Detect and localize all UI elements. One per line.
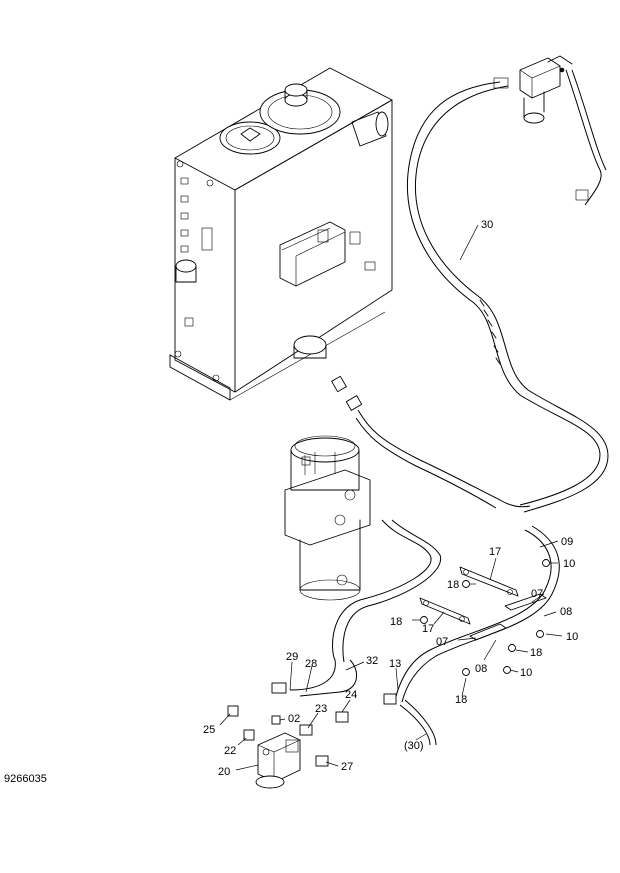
callout-23: 23 [315,703,327,715]
callout-30-ref: (30) [404,740,424,752]
hydraulic-tank [169,67,393,401]
figure-id: 9266035 [4,773,47,785]
callout-18: 18 [447,579,459,591]
callout-28: 28 [305,658,317,670]
callout-18: 18 [455,694,467,706]
callout-27: 27 [341,761,353,773]
callout-labels: 30 09 10 17 18 07 08 10 18 17 07 18 08 1… [203,219,578,778]
callout-08: 08 [560,606,572,618]
callout-20: 20 [218,766,230,778]
callout-25: 25 [203,724,215,736]
bolts [420,559,550,676]
fittings-lower [227,682,397,767]
pilot-filter [493,55,573,124]
callout-17: 17 [422,623,434,635]
callout-09: 09 [561,536,573,548]
callout-17: 17 [489,546,501,558]
callout-22: 22 [224,745,236,757]
swing-valve-assembly [284,435,371,601]
callout-18: 18 [530,647,542,659]
fitting-upper [331,375,363,411]
callout-10: 10 [563,558,575,570]
callout-07: 07 [436,636,448,648]
callout-08: 08 [475,663,487,675]
callout-13: 13 [389,658,401,670]
callout-30: 30 [481,219,493,231]
clamp-17-upper [459,566,519,597]
leader-lines [219,224,563,771]
callout-10: 10 [566,631,578,643]
lower-hoses [289,519,560,746]
callout-29: 29 [286,651,298,663]
callout-02: 02 [288,713,300,725]
callout-10: 10 [520,667,532,679]
bracket-07-08 [469,593,547,641]
pilot-hose-30 [406,69,609,513]
callout-07: 07 [531,588,543,600]
clamp-17-lower [419,597,471,625]
callout-18: 18 [390,616,402,628]
valve-20 [255,732,301,789]
hose-middle [355,409,531,509]
callout-32: 32 [366,655,378,667]
callout-24: 24 [345,689,357,701]
